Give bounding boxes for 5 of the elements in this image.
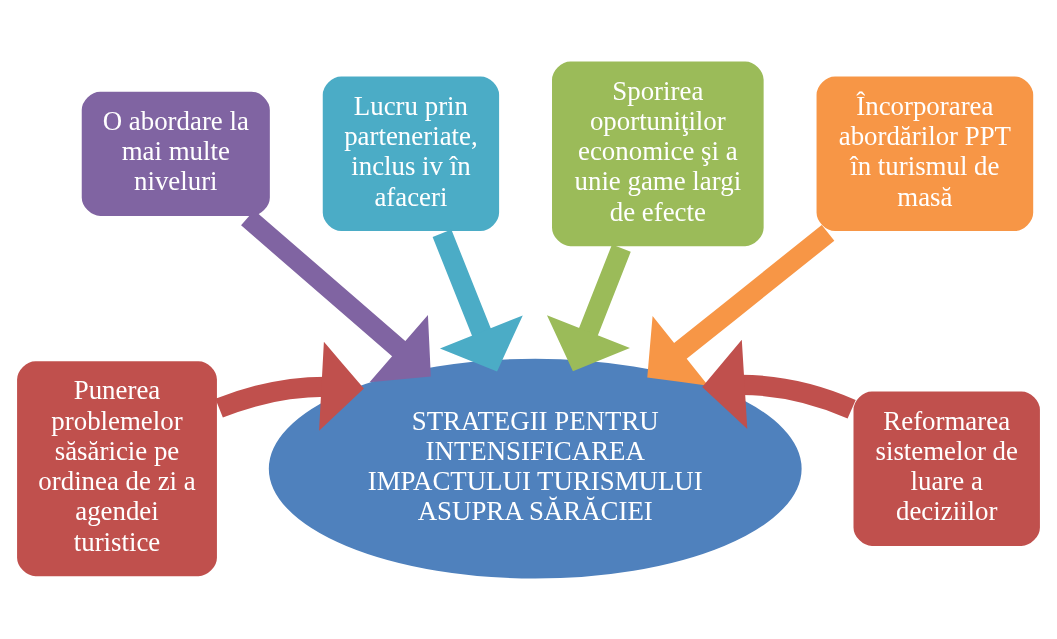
arrow xyxy=(432,229,523,371)
arrow xyxy=(647,224,835,386)
arrow xyxy=(546,243,631,371)
arrow xyxy=(215,341,364,431)
arrow xyxy=(702,339,856,429)
